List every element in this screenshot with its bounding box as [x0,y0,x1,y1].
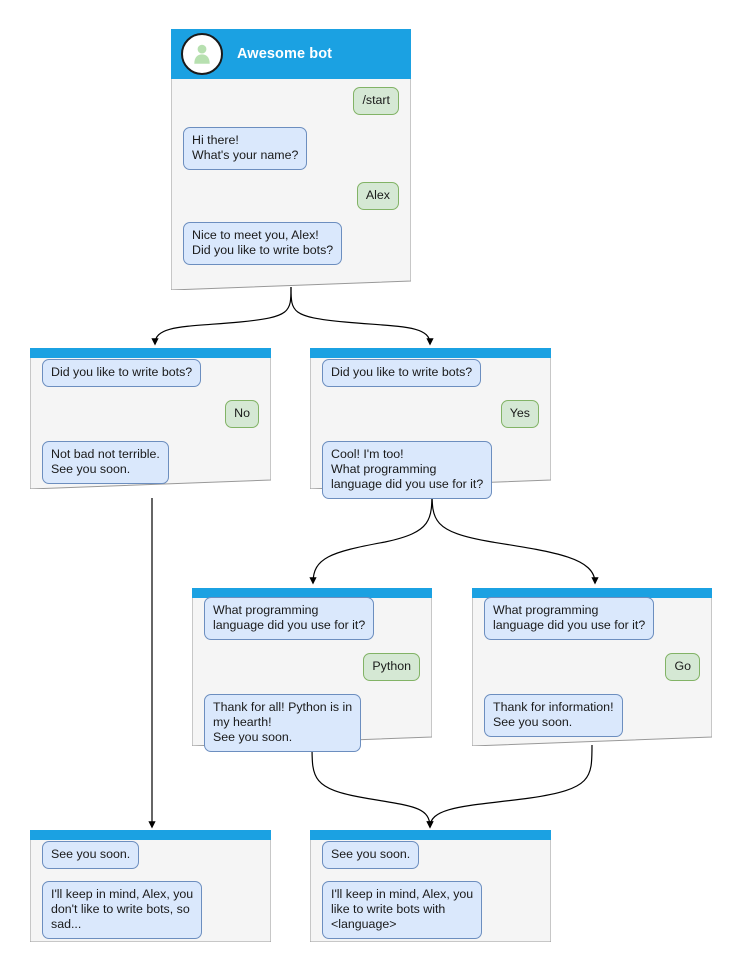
user-message-bubble: No [225,400,259,428]
node-header-bar [30,348,271,358]
chat-node-end-happy[interactable]: See you soon. I'll keep in mind, Alex, y… [310,830,551,942]
edge-python-to-end-happy [311,744,434,829]
node-header-bar [30,830,271,840]
edge-yes-to-go [431,488,599,585]
message-row: Nice to meet you, Alex! Did you like to … [183,222,399,265]
user-message-bubble: Alex [356,182,399,210]
message-list-yes-branch: Did you like to write bots? Yes Cool! I'… [310,359,551,499]
bot-message-bubble: See you soon. [322,841,420,869]
bot-message-bubble: Did you like to write bots? [42,359,202,387]
message-row: See you soon. [322,841,539,869]
message-row: Did you like to write bots? [322,359,539,387]
user-avatar-icon [181,33,223,75]
bot-message-bubble: Not bad not terrible. See you soon. [42,441,169,484]
bot-message-bubble: What programming language did you use fo… [204,597,375,640]
bot-message-bubble: Thank for information! See you soon. [484,694,623,737]
node-title-start: Awesome bot [237,46,333,62]
user-message-bubble: Go [665,653,700,681]
message-list-end-sad: See you soon. I'll keep in mind, Alex, y… [30,841,271,939]
message-row: See you soon. [42,841,259,869]
user-message-bubble: Python [363,653,420,681]
message-row: Cool! I'm too! What programming language… [322,441,539,499]
message-row: Thank for all! Python is in my hearth! S… [204,694,420,752]
message-row: Yes [322,400,539,428]
node-header-bar [310,348,551,358]
message-row: What programming language did you use fo… [204,597,420,640]
message-list-start: /start Hi there! What's your name? Alex … [171,87,411,265]
edge-start-to-no [151,286,292,346]
bot-message-bubble: I'll keep in mind, Alex, you like to wri… [322,881,483,939]
chat-node-go-branch[interactable]: What programming language did you use fo… [472,588,712,746]
message-row: I'll keep in mind, Alex, you don't like … [42,881,259,939]
bot-message-bubble: Thank for all! Python is in my hearth! S… [204,694,362,752]
message-row: Alex [183,182,399,210]
node-header-bar [310,830,551,840]
message-row: Hi there! What's your name? [183,127,399,170]
message-row: Not bad not terrible. See you soon. [42,441,259,484]
chat-node-end-sad[interactable]: See you soon. I'll keep in mind, Alex, y… [30,830,271,942]
message-list-no-branch: Did you like to write bots? No Not bad n… [30,359,271,484]
bot-message-bubble: Cool! I'm too! What programming language… [322,441,493,499]
chat-node-python-branch[interactable]: What programming language did you use fo… [192,588,432,752]
message-row: Python [204,653,420,681]
node-header-bar [192,588,432,598]
edge-yes-to-python [309,488,433,585]
edge-go-to-end-happy [426,744,593,829]
message-list-python-branch: What programming language did you use fo… [192,597,432,752]
message-row: Did you like to write bots? [42,359,259,387]
chat-node-yes-branch[interactable]: Did you like to write bots? Yes Cool! I'… [310,348,551,499]
message-row: I'll keep in mind, Alex, you like to wri… [322,881,539,939]
bot-message-bubble: I'll keep in mind, Alex, you don't like … [42,881,203,939]
chat-node-start[interactable]: Awesome bot /start Hi there! What's your… [171,29,411,290]
message-row: Thank for information! See you soon. [484,694,700,737]
bot-message-bubble: Nice to meet you, Alex! Did you like to … [183,222,343,265]
chat-node-no-branch[interactable]: Did you like to write bots? No Not bad n… [30,348,271,489]
user-message-bubble: /start [353,87,399,115]
message-row: What programming language did you use fo… [484,597,700,640]
bot-message-bubble: Hi there! What's your name? [183,127,308,170]
edge-start-to-yes [290,286,434,346]
bot-message-bubble: Did you like to write bots? [322,359,482,387]
bot-message-bubble: See you soon. [42,841,140,869]
node-header-start: Awesome bot [171,29,411,79]
message-list-end-happy: See you soon. I'll keep in mind, Alex, y… [310,841,551,939]
message-row: /start [183,87,399,115]
message-row: Go [484,653,700,681]
node-header-bar [472,588,712,598]
user-message-bubble: Yes [500,400,539,428]
message-row: No [42,400,259,428]
bot-message-bubble: What programming language did you use fo… [484,597,655,640]
message-list-go-branch: What programming language did you use fo… [472,597,712,737]
